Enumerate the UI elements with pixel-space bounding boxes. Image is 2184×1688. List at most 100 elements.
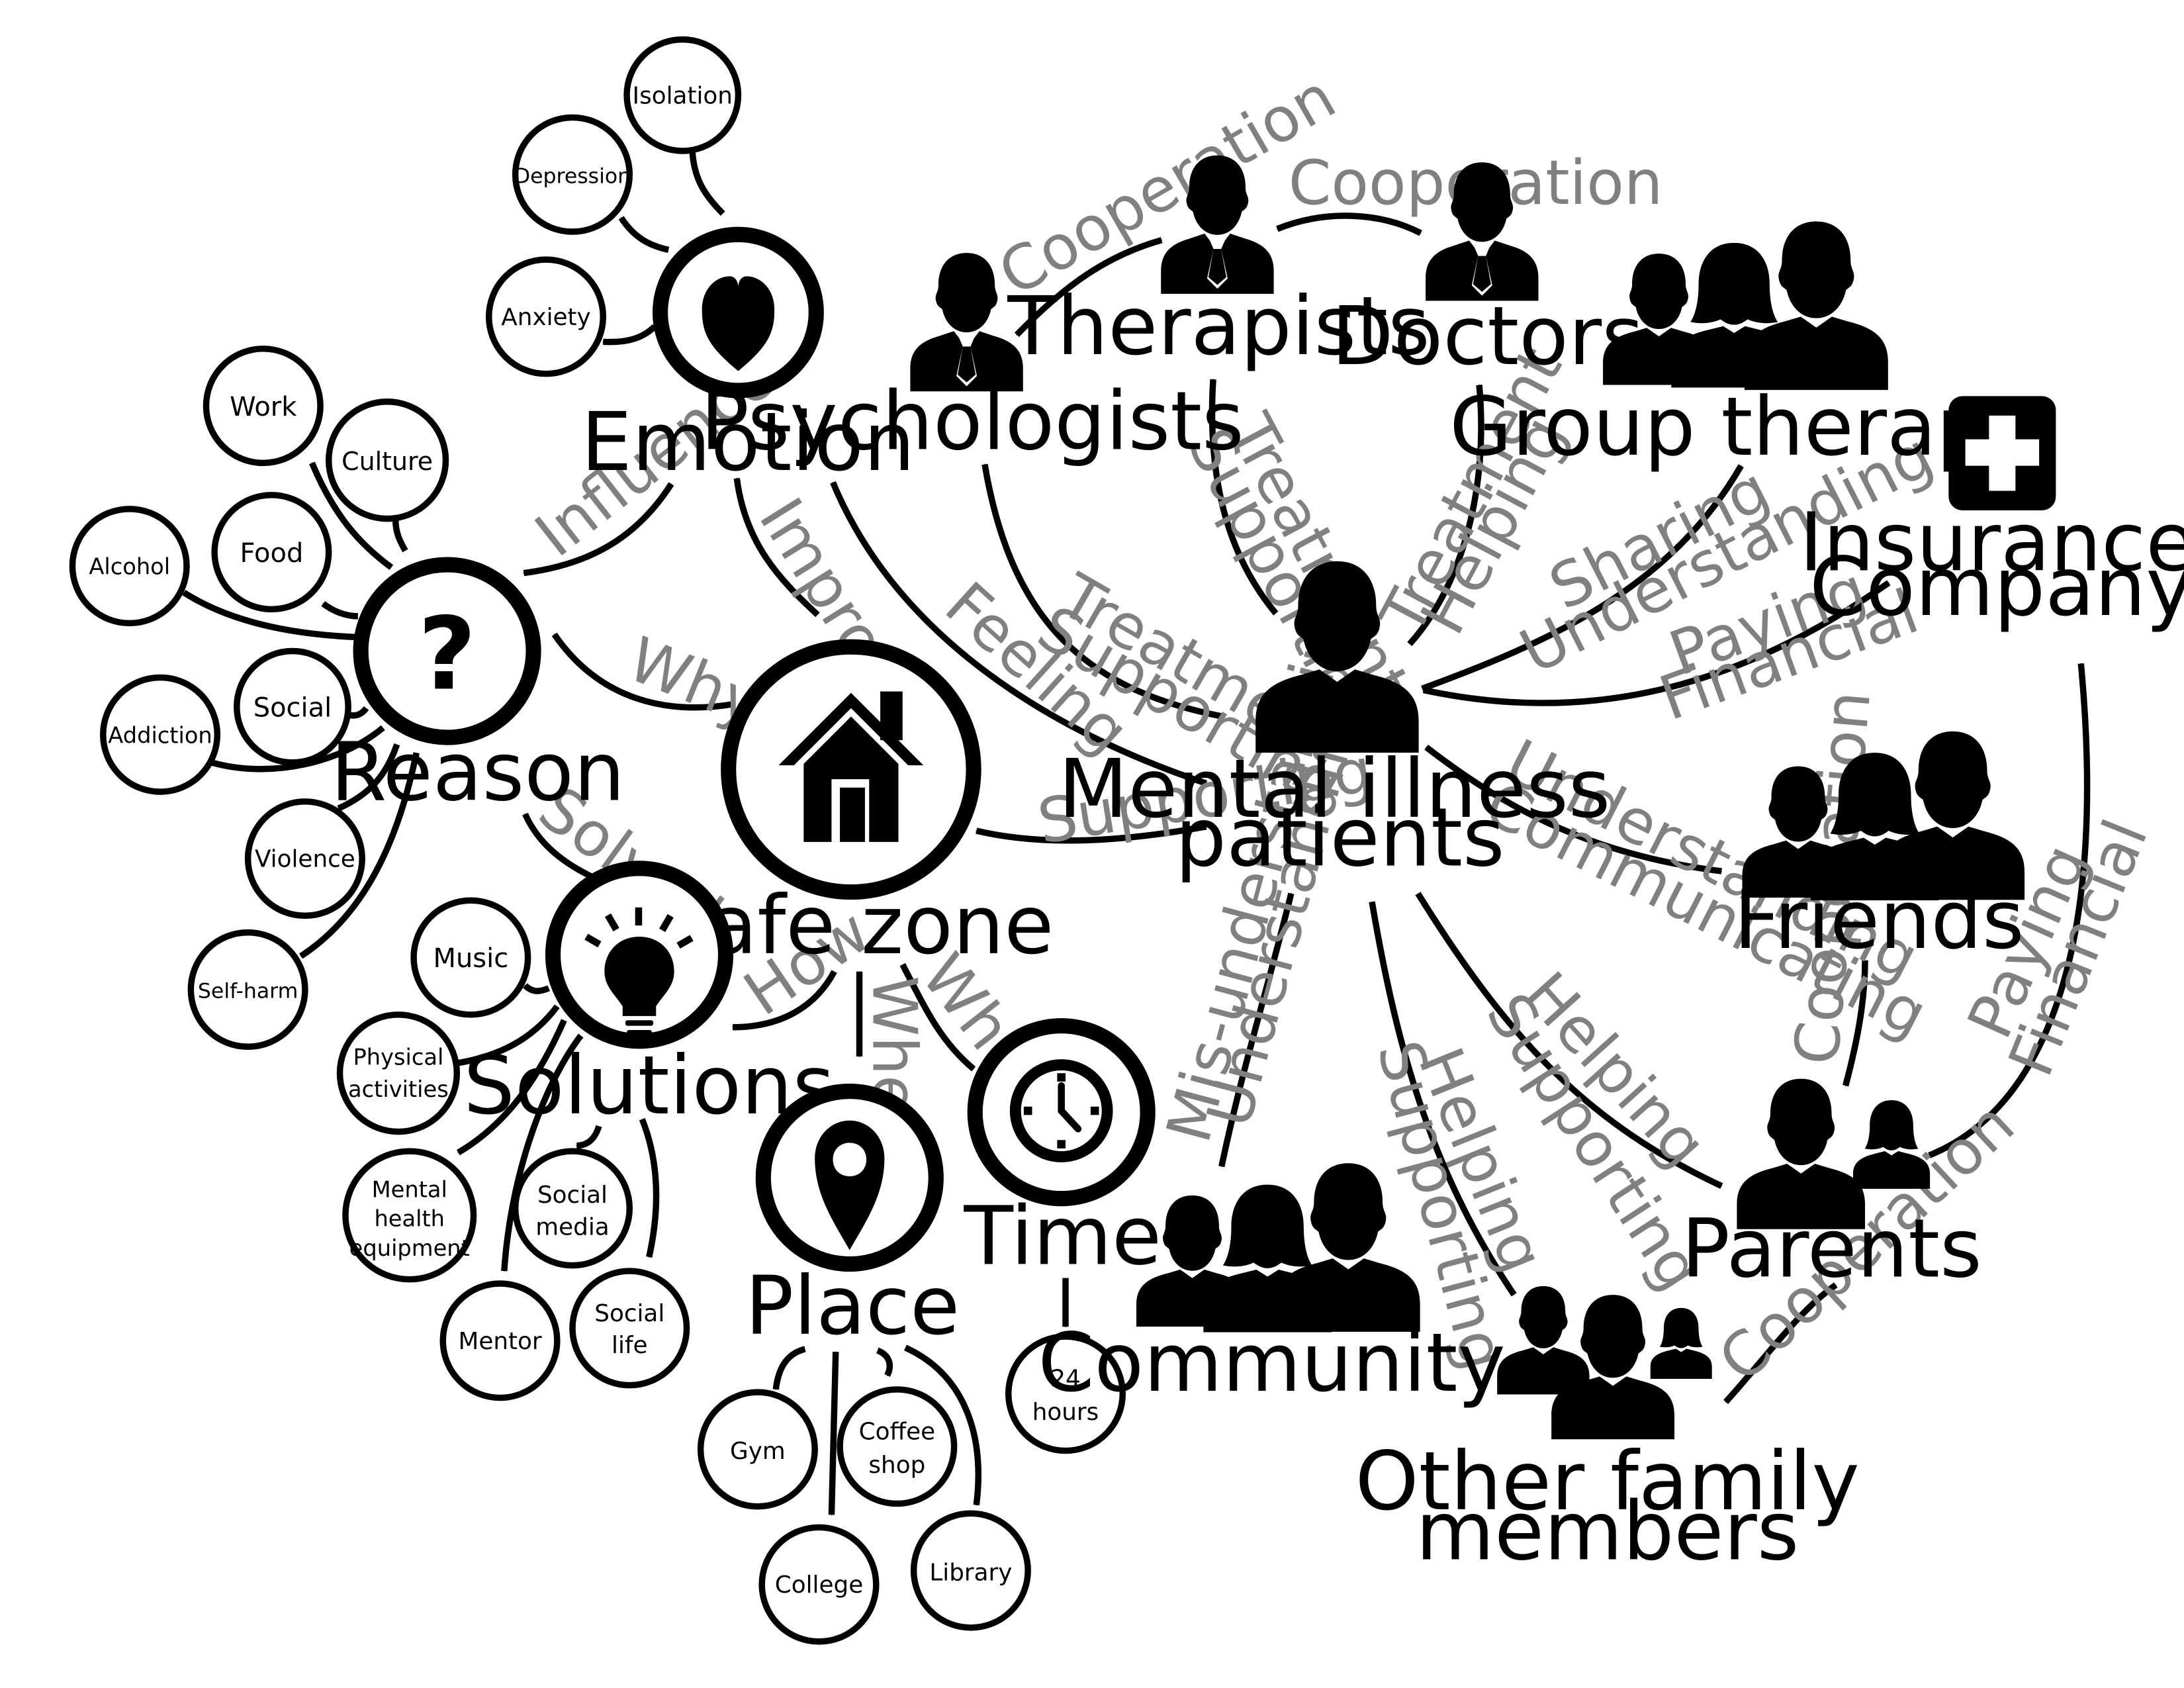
social-life-label-2: life [612, 1332, 647, 1359]
edge-hub-parents [1415, 892, 1723, 1189]
node-therapists[interactable]: Therapists [1007, 155, 1430, 373]
node-college[interactable]: College [758, 1524, 880, 1645]
node-violence[interactable]: Violence [244, 798, 365, 919]
node-doctors[interactable]: Doctors [1332, 162, 1644, 383]
node-psychologists[interactable]: Psychologists [700, 253, 1244, 468]
edge-hub-psychologists [981, 463, 1224, 720]
mhe-label-1: Mental [372, 1177, 447, 1203]
node-isolation[interactable]: Isolation [623, 36, 742, 154]
social-media-label-2: media [535, 1213, 609, 1241]
node-addiction[interactable]: Addiction [100, 674, 221, 795]
node-solutions[interactable]: Solutions [463, 861, 835, 1133]
edge-hub-therapists [1208, 378, 1279, 616]
community-label: Community [1038, 1316, 1505, 1410]
node-24-hours[interactable]: 24 hours [1005, 1333, 1126, 1454]
alcohol-label: Alcohol [89, 554, 170, 580]
node-social-media[interactable]: Social media [512, 1148, 633, 1269]
edge-safe-time [899, 962, 976, 1072]
node-mental-illness-patients[interactable]: Mental illness patients [1058, 561, 1610, 885]
node-parents[interactable]: Parents [1681, 1078, 1982, 1296]
lightbulb-icon [584, 907, 694, 1045]
depression-label: Depression [514, 164, 631, 188]
node-music[interactable]: Music [410, 897, 531, 1018]
location-pin-icon [815, 1120, 885, 1250]
node-library[interactable]: Library [910, 1510, 1031, 1631]
edge-hub-friends [1424, 744, 1723, 874]
node-mentor[interactable]: Mentor [439, 1280, 561, 1401]
node-social-life[interactable]: Social life [569, 1268, 690, 1389]
edge-emotion-reason [523, 482, 674, 577]
edge-coop-family-parents [1723, 1282, 1838, 1405]
node-culture[interactable]: Culture [325, 399, 449, 522]
coffee-label-1: Coffee [859, 1419, 936, 1446]
social-media-label-1: Social [537, 1182, 608, 1209]
medical-cross-icon [1948, 396, 2056, 510]
clock-icon [1009, 1059, 1113, 1162]
violence-label: Violence [255, 846, 355, 873]
node-friends[interactable]: Friends [1734, 731, 2025, 967]
time-label: Time [963, 1190, 1161, 1284]
place-label: Place [745, 1259, 960, 1353]
music-label: Music [433, 943, 508, 974]
edge-parents-insurance [1928, 663, 2091, 1158]
node-food[interactable]: Food [211, 492, 332, 613]
hub-label-2: patients [1175, 791, 1505, 885]
edge-solutions-reason [522, 812, 594, 880]
self-harm-label: Self-harm [198, 980, 298, 1004]
edge-emotion-anxiety [602, 324, 657, 346]
parents-label: Parents [1681, 1201, 1981, 1295]
edge-place-library [904, 1344, 981, 1506]
edge-emotion-isolation [689, 148, 725, 216]
24h-label-2: hours [1032, 1399, 1099, 1426]
edge-reason-culture [392, 519, 408, 553]
edge-safe-emotion [733, 477, 820, 618]
node-safe-zone[interactable]: Safe zone [657, 639, 1054, 972]
edge-coop-ther-doc [1276, 212, 1422, 236]
node-social[interactable]: Social [234, 647, 351, 766]
edge-coop-friends-parents [1843, 959, 1868, 1087]
edge-coop-psy-ther [1014, 237, 1163, 338]
mentor-label: Mentor [458, 1328, 541, 1355]
edge-reason-social [348, 706, 369, 720]
node-anxiety[interactable]: Anxiety [485, 256, 607, 377]
node-community[interactable]: Community [1038, 1163, 1506, 1410]
node-alcohol[interactable]: Alcohol [69, 506, 190, 627]
physical-label-2: activities [348, 1076, 449, 1102]
hub-label-1: Mental illness [1058, 742, 1610, 836]
family-icon [1497, 1286, 1712, 1440]
house-icon [778, 691, 924, 842]
emotion-label: Emotion [581, 395, 915, 489]
physical-label-1: Physical [353, 1045, 443, 1070]
edge-place-coffee [876, 1347, 893, 1378]
work-label: Work [230, 392, 297, 422]
node-reason[interactable]: ? Reason [330, 557, 625, 820]
edge-solutions-music [523, 983, 551, 994]
edge-hub-insurance [1422, 580, 1891, 706]
culture-label: Culture [341, 447, 433, 476]
node-work[interactable]: Work [203, 346, 324, 467]
node-gym[interactable]: Gym [697, 1389, 818, 1510]
node-emotion[interactable]: Emotion [581, 226, 915, 489]
node-other-family-members[interactable]: Other family members [1355, 1286, 1860, 1579]
edge-hub-family [1369, 901, 1517, 1297]
node-group-therapy[interactable]: Group therapy [1449, 221, 2036, 474]
friends-label: Friends [1734, 873, 2025, 967]
edge-reason-food [321, 601, 359, 620]
community-icon [1136, 1163, 1420, 1333]
node-place[interactable]: Place [745, 1083, 960, 1353]
node-insurance-company[interactable]: Insurance Company [1799, 396, 2184, 634]
group-therapy-icon [1603, 221, 1888, 391]
gym-label: Gym [730, 1438, 786, 1465]
insurance-label-1: Insurance [1799, 495, 2184, 589]
node-coffee-shop[interactable]: Coffee shop [837, 1386, 958, 1507]
node-depression[interactable]: Depression [512, 114, 633, 235]
reason-label: Reason [330, 726, 625, 820]
node-self-harm[interactable]: Self-harm [187, 929, 308, 1050]
therapists-label: Therapists [1007, 279, 1430, 373]
node-time[interactable]: Time [963, 1018, 1161, 1284]
node-mental-health-equipment[interactable]: Mental health equipment [342, 1148, 477, 1283]
node-physical-activities[interactable]: Physical activities [336, 1011, 461, 1135]
edge-hub-safezone [976, 823, 1207, 844]
family-label-1: Other family [1355, 1434, 1860, 1528]
food-label: Food [240, 538, 303, 569]
